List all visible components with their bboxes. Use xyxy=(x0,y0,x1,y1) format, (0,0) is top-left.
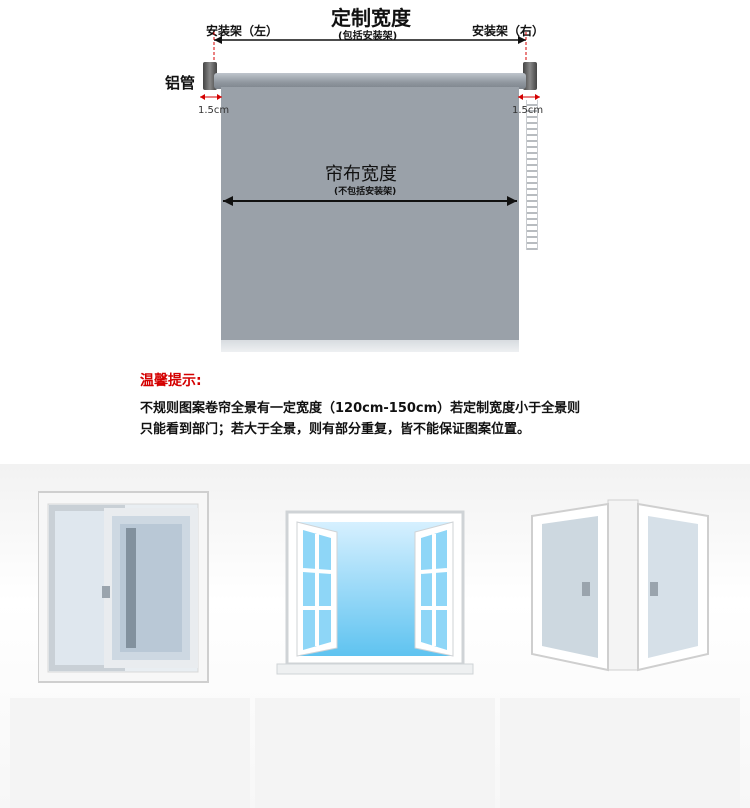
offset-left-label: 1.5cm xyxy=(198,105,230,116)
offset-right-marker xyxy=(518,94,540,100)
curtain-width-sub: (不包括安装架) xyxy=(334,187,397,197)
bracket-left-label: 安装架（左） xyxy=(206,24,279,38)
pull-chain xyxy=(526,100,538,250)
casement-window-card xyxy=(255,464,495,808)
shade-bottom-rail xyxy=(221,340,519,352)
curtain-width-title: 帘布宽度 xyxy=(325,164,397,185)
right-bracket-icon xyxy=(523,62,537,90)
tip-title: 温馨提示: xyxy=(140,373,202,389)
left-bracket-icon xyxy=(203,62,217,90)
aluminum-tube xyxy=(214,73,526,89)
sliding-window-image xyxy=(38,491,209,683)
custom-width-title: 定制宽度 xyxy=(331,6,411,30)
offset-right-label: 1.5cm xyxy=(512,105,544,116)
warm-tip: 温馨提示: 不规则图案卷帘全景有一定宽度（120cm-150cm）若定制宽度小于… xyxy=(140,370,660,440)
window-examples xyxy=(0,464,750,808)
casement-window-image xyxy=(276,510,474,675)
tip-line-2: 只能看到部门；若大于全景，则有部分重复，皆不能保证图案位置。 xyxy=(140,422,531,437)
outward-window-card xyxy=(500,464,740,808)
custom-width-arrow xyxy=(213,32,527,78)
outward-window-image xyxy=(531,499,709,672)
sliding-window-card xyxy=(10,464,250,808)
roller-shade-fabric xyxy=(221,87,519,343)
curtain-width-arrow xyxy=(223,196,517,206)
roller-blind-diagram: 定制宽度 (包括安装架) 安装架（左） 安装架（右） 铝管 1.5cm 1.5c… xyxy=(0,0,750,360)
card-floor xyxy=(10,698,250,808)
card-floor xyxy=(255,698,495,808)
custom-width-sub: (包括安装架) xyxy=(338,31,398,42)
tube-label: 铝管 xyxy=(165,74,196,92)
tip-line-1: 不规则图案卷帘全景有一定宽度（120cm-150cm）若定制宽度小于全景则 xyxy=(140,401,581,416)
offset-left-marker xyxy=(200,94,222,100)
card-floor xyxy=(500,698,740,808)
